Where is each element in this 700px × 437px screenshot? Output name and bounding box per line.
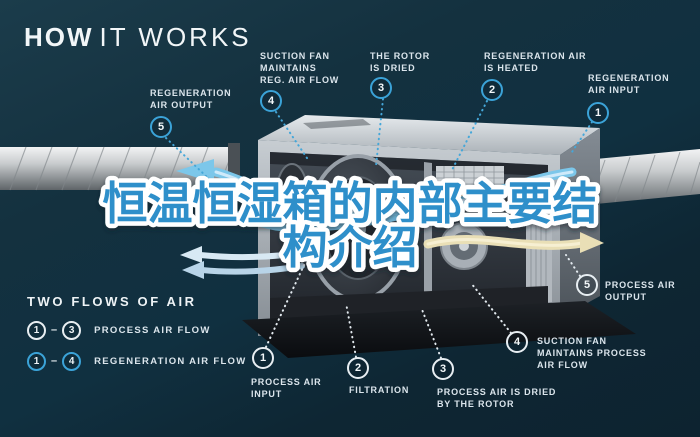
regen-label-4: SUCTION FAN MAINTAINS REG. AIR FLOW — [260, 51, 340, 86]
suction-fan — [440, 222, 488, 270]
regen-badge-2: 2 — [481, 79, 503, 101]
regen-badge-3: 3 — [370, 77, 392, 99]
process-badge-2: 2 — [347, 357, 369, 379]
process-label-5: PROCESS AIR OUTPUT — [605, 280, 676, 303]
process-badge-5: 5 — [576, 274, 598, 296]
process-label-1: PROCESS AIR INPUT — [251, 377, 322, 400]
process-badge-1: 1 — [252, 347, 274, 369]
page-title-bold: HOW — [24, 22, 94, 52]
honeycomb-filter — [436, 166, 504, 190]
regen-badge-4: 4 — [260, 90, 282, 112]
legend: TWO FLOWS OF AIR 1 – 3 PROCESS AIR FLOW … — [27, 294, 247, 371]
legend-circle-to: 3 — [62, 320, 82, 340]
heater-strip — [436, 190, 500, 198]
regeneration-air-flow-ribbon — [176, 159, 577, 232]
legend-label-process: PROCESS AIR FLOW — [94, 324, 211, 336]
process-badge-3: 3 — [432, 358, 454, 380]
lower-left-flow-ribbon — [180, 246, 305, 279]
regeneration-leader-lines — [165, 98, 593, 179]
right-spiral-duct — [575, 149, 700, 206]
process-badge-4: 4 — [506, 331, 528, 353]
legend-label-regeneration: REGENERATION AIR FLOW — [94, 355, 247, 367]
regen-badge-5: 5 — [150, 116, 172, 138]
legend-dash: – — [51, 355, 58, 367]
legend-circle-to: 4 — [62, 351, 82, 371]
regen-label-3: THE ROTOR IS DRIED — [370, 51, 431, 74]
legend-circle-from: 1 — [27, 351, 46, 371]
regen-label-5: REGENERATION AIR OUTPUT — [150, 88, 232, 111]
legend-row-process: 1 – 3 PROCESS AIR FLOW — [27, 320, 247, 340]
legend-title: TWO FLOWS OF AIR — [27, 294, 197, 309]
regen-badge-1: 1 — [587, 102, 609, 124]
page-title-light: IT WORKS — [99, 22, 252, 52]
regen-label-1: REGENERATION AIR INPUT — [588, 73, 670, 96]
legend-circle-from: 1 — [27, 320, 46, 340]
mesh-panel — [526, 208, 552, 302]
regen-label-2: REGENERATION AIR IS HEATED — [484, 51, 587, 74]
process-air-flow-ribbon — [423, 232, 604, 253]
machine-base — [242, 301, 636, 358]
process-label-3: PROCESS AIR IS DRIED BY THE ROTOR — [437, 387, 557, 410]
legend-row-regeneration: 1 – 4 REGENERATION AIR FLOW — [27, 351, 247, 371]
process-label-2: FILTRATION — [349, 385, 410, 395]
legend-dash: – — [51, 324, 58, 336]
process-label-4: SUCTION FAN MAINTAINS PROCESS AIR FLOW — [537, 336, 647, 371]
process-leader-lines — [265, 249, 581, 359]
